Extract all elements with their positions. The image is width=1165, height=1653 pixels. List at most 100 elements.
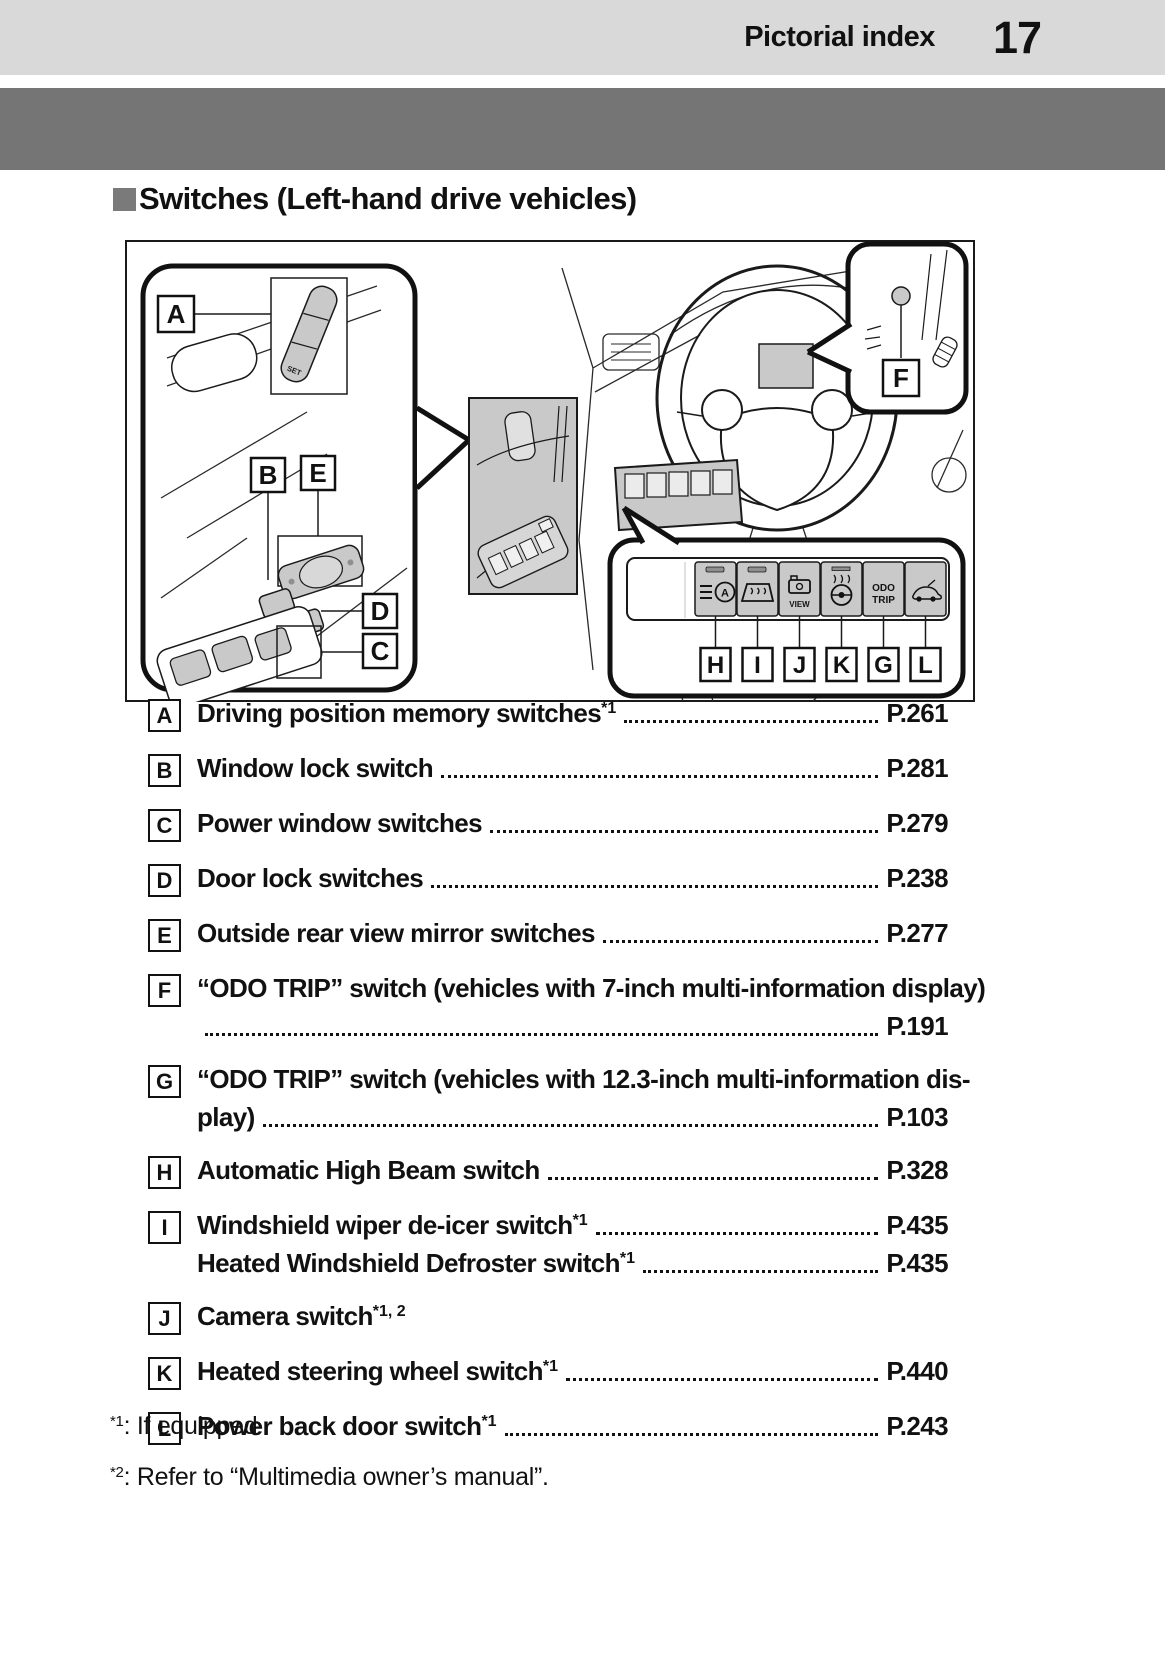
item-lines: Door lock switches P.238: [197, 862, 949, 895]
item-line: Windshield wiper de-icer switch*1 P.435: [197, 1209, 949, 1242]
panel-letter-boxes: H I J K G L: [699, 646, 942, 683]
item-line: “ODO TRIP” switch (vehicles with 7-inch …: [197, 972, 986, 1005]
item-text: Power back door switch*1: [197, 1411, 497, 1441]
dotted-leader: [205, 1033, 879, 1036]
item-text: Heated Windshield Defroster switch*1: [197, 1248, 636, 1278]
item-text: “ODO TRIP” switch (vehicles with 7-inch …: [197, 973, 986, 1003]
page-reference: P.191: [886, 1011, 948, 1041]
dotted-leader: [490, 830, 879, 833]
item-lines: Automatic High Beam switch P.328: [197, 1154, 949, 1187]
item-text: Camera switch*1, 2: [197, 1301, 406, 1331]
item-line: Outside rear view mirror switches P.277: [197, 917, 949, 950]
footnote-marker: *1, 2: [372, 1303, 406, 1320]
page-reference: P.238: [886, 863, 948, 893]
dotted-leader: [262, 1124, 879, 1127]
item-letter-box: E: [148, 919, 181, 952]
dotted-leader: [566, 1378, 879, 1381]
callout-letter-D: D: [371, 596, 390, 626]
auto-high-beam-icon: A: [700, 581, 736, 603]
item-text: Door lock switches: [197, 863, 424, 893]
callout-box-B: [249, 456, 287, 494]
item-letter-box: H: [148, 1156, 181, 1189]
callout-letter-C: C: [371, 636, 390, 666]
section-title-text: Switches (Left-hand drive vehicles): [139, 181, 637, 216]
item-line: P.191: [197, 1010, 949, 1043]
page-reference: P.435: [886, 1210, 948, 1240]
section-bullet-square: [113, 187, 136, 211]
camera-switch: VIEW: [778, 561, 821, 617]
switch-panel-callout: A: [607, 505, 966, 699]
windshield-deicer-icon: [740, 583, 775, 602]
dotted-leader: [440, 775, 879, 778]
svg-text:A: A: [721, 588, 729, 600]
dotted-leader: [602, 940, 879, 943]
footnote-2: *2: Refer to “Multimedia owner’s manual”…: [110, 1456, 549, 1494]
callout-box-G: [867, 646, 900, 683]
item-text: Window lock switch: [197, 753, 434, 783]
callout-box-L: [909, 646, 942, 683]
page-reference: P.243: [886, 1411, 948, 1441]
footnote-2-text: : Refer to “Multimedia owner’s manual”.: [123, 1463, 549, 1491]
page-reference: P.277: [886, 918, 948, 948]
index-item: G“ODO TRIP” switch (vehicles with 12.3-i…: [148, 1063, 970, 1134]
dotted-leader: [643, 1270, 879, 1273]
callout-letter-E: E: [309, 458, 326, 488]
footnote-marker: *1: [619, 1250, 636, 1267]
index-item: L Power back door switch*1 P.243: [148, 1410, 949, 1445]
item-letter-box: L: [148, 1412, 181, 1445]
panel-connector-lines: [714, 616, 927, 648]
dash-switch-panel: [613, 458, 744, 532]
item-text: Driving position memory switches*1: [197, 698, 617, 728]
page-reference: P.440: [886, 1356, 948, 1386]
footnote-marker: *1: [481, 1413, 497, 1430]
door-trim-panel: [468, 397, 578, 595]
odo-label: ODO: [872, 583, 895, 594]
footnote-1-text: : If equipped: [123, 1412, 258, 1440]
dotted-leader: [624, 720, 879, 723]
odo-trip-switch: ODO TRIP: [862, 561, 905, 617]
item-text: Windshield wiper de-icer switch*1: [197, 1210, 588, 1240]
callout-letter-I: I: [754, 652, 761, 679]
page-header-band: Pictorial index 17: [0, 0, 1165, 75]
page-reference: P.435: [886, 1248, 948, 1278]
item-lines: “ODO TRIP” switch (vehicles with 7-inch …: [197, 972, 986, 1043]
item-text: Automatic High Beam switch: [197, 1155, 540, 1185]
callout-box-A: [156, 294, 196, 334]
page-reference: P.103: [886, 1102, 948, 1132]
item-letter-box: F: [148, 974, 181, 1007]
page-reference: P.279: [886, 808, 948, 838]
item-letter-box: A: [148, 699, 181, 732]
power-back-door-switch: [904, 561, 947, 617]
odo-trip-callout-f: F: [806, 241, 969, 415]
item-line: Automatic High Beam switch P.328: [197, 1154, 949, 1187]
footnote-marker: *1: [601, 700, 617, 717]
item-line: Camera switch*1, 2: [197, 1300, 948, 1333]
callout-box-C: [361, 632, 399, 670]
index-item: E Outside rear view mirror switches P.277: [148, 917, 949, 952]
item-lines: “ODO TRIP” switch (vehicles with 12.3-in…: [197, 1063, 970, 1134]
footnote-1-marker: *1: [110, 1413, 124, 1430]
power-back-door-icon: [912, 579, 942, 602]
callout-letter-G: G: [874, 652, 893, 679]
callout-letter-A: A: [167, 299, 186, 329]
item-line: Power back door switch*1 P.243: [197, 1410, 949, 1443]
auto-high-beam-switch: A: [694, 561, 737, 617]
mirror-switch: [277, 544, 365, 600]
door-window-switch-pod: [477, 515, 569, 589]
dotted-leader: [431, 885, 879, 888]
driving-position-memory-switch: SET: [280, 285, 338, 383]
item-lines: Power back door switch*1 P.243: [197, 1410, 949, 1443]
callout-letter-K: K: [833, 652, 851, 679]
